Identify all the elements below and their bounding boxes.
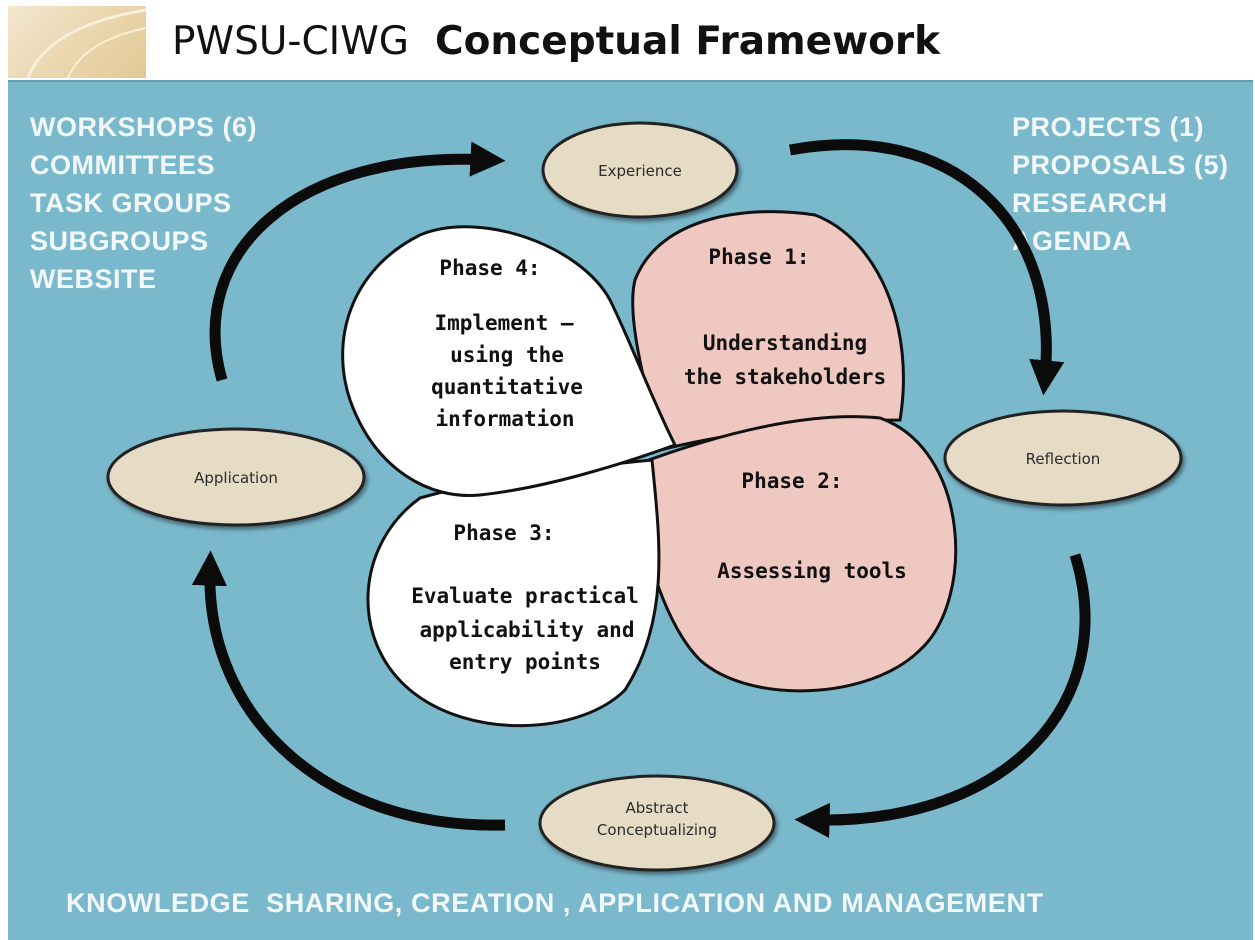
page-title: PWSU-CIWG Conceptual Framework [172,14,940,70]
phase-2-heading: Phase 2: [741,469,842,493]
oval-abstract-label-line2: Conceptualizing [597,821,717,839]
logo-swatch [8,6,146,78]
right-activity-list: PROJECTS (1) PROPOSALS (5) RESEARCH AGEN… [1012,108,1229,260]
phase-3-body-line1: Evaluate practical [411,584,639,608]
left-list-item: COMMITTEES [30,150,215,180]
phase-4-shape [341,225,678,498]
left-list-item: SUBGROUPS [30,226,209,256]
right-list-item: AGENDA [1012,226,1133,256]
right-list-item: PROJECTS (1) [1012,112,1205,142]
arrow-experience-to-reflection [788,139,1065,396]
oval-abstract-label-line1: Abstract [626,799,689,817]
title-main: Conceptual Framework [434,19,941,64]
header-bar: PWSU-CIWG Conceptual Framework [0,0,1255,80]
phase-4-heading: Phase 4: [439,256,540,280]
left-activity-list: WORKSHOPS (6) COMMITTEES TASK GROUPS SUB… [30,108,257,298]
right-list-item: PROPOSALS (5) [1012,150,1229,180]
left-list-item: WORKSHOPS (6) [30,112,258,142]
oval-experience-label: Experience [598,162,682,180]
phase-4-body-line4: information [435,407,574,431]
title-org: PWSU-CIWG [172,19,409,64]
footer-caption: KNOWLEDGE SHARING, CREATION , APPLICATIO… [66,888,1044,918]
phase-1-body-line2: the stakeholders [684,365,886,389]
left-list-item: TASK GROUPS [30,188,232,218]
oval-abstract: Abstract Conceptualizing [538,774,776,872]
oval-experience: Experience [541,121,739,219]
phase-2-body-line1: Assessing tools [717,559,907,583]
oval-reflection-label: Reflection [1026,450,1101,468]
phase-3-heading: Phase 3: [453,521,554,545]
oval-application: Application [106,427,366,527]
phase-3-body-line3: entry points [449,650,601,674]
phase-4-body-line3: quantitative [431,375,583,399]
phase-1-body-line1: Understanding [703,331,867,355]
phase-1-heading: Phase 1: [708,245,809,269]
arrow-abstract-to-application [191,550,506,831]
phase-3-body-line2: applicability and [420,618,635,642]
arrow-reflection-to-abstract [794,553,1091,839]
oval-application-label: Application [194,469,278,487]
logo-arc-icon [26,8,146,78]
left-list-item: WEBSITE [30,264,157,294]
phase-4-body-line2: using the [450,343,564,367]
phase-4-body-line1: Implement – [434,311,573,335]
arrow-application-to-experience [209,141,506,382]
phase-2-shape [620,415,958,693]
oval-reflection: Reflection [943,409,1183,507]
right-list-item: RESEARCH [1012,188,1168,218]
